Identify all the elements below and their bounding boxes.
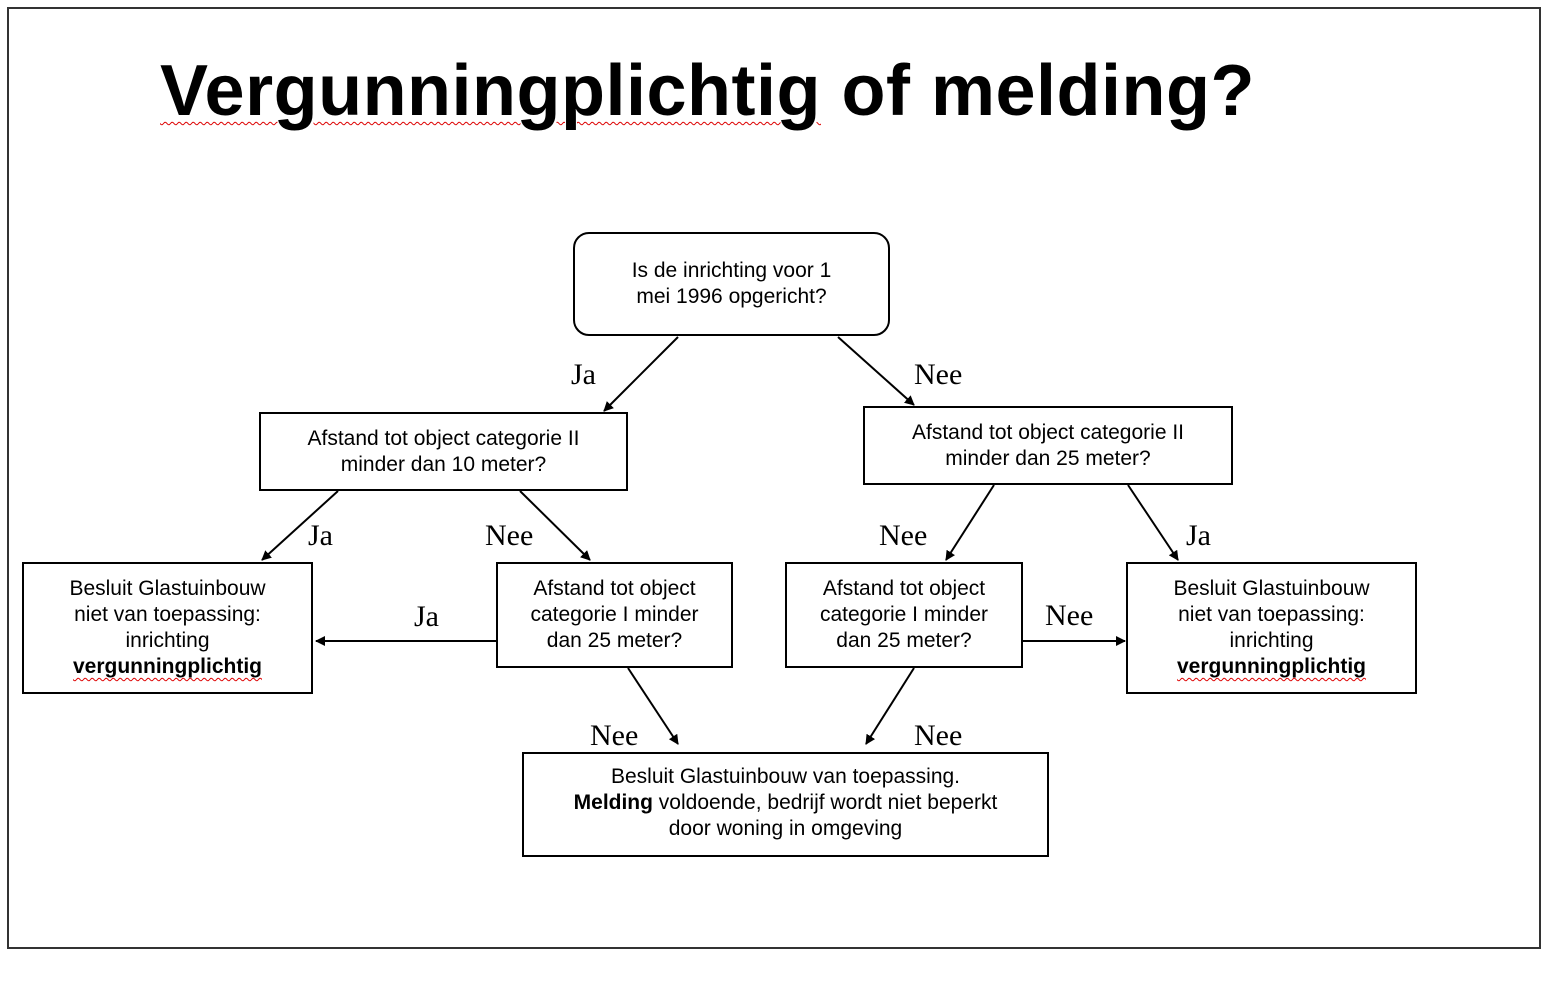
arrow-rq2-to-bottom (865, 667, 915, 745)
edge-label-rq2-nee-right: Nee (1045, 599, 1094, 632)
left-question-cat2-10m: Afstand tot object categorie II minder d… (259, 412, 628, 491)
edge-label-lq2-nee: Nee (590, 719, 639, 752)
arrow-start-to-left (603, 336, 679, 412)
arrow-start-to-right (837, 336, 915, 406)
right-question-cat1-25m: Afstand tot object categorie I minder da… (785, 562, 1023, 668)
slide-frame (7, 7, 1541, 949)
edge-label-rq2-nee-down: Nee (914, 719, 963, 752)
arrow-rq1-to-right-result (1127, 484, 1179, 561)
left-result-vergunningplichtig: Besluit Glastuinbouw niet van toepassing… (22, 562, 313, 694)
edge-label-lq1-ja: Ja (308, 519, 333, 552)
left-question-cat1-25m: Afstand tot object categorie I minder da… (496, 562, 733, 668)
bottom-result-melding: Besluit Glastuinbouw van toepassing. Mel… (522, 752, 1049, 857)
edge-label-lq2-ja: Ja (414, 600, 439, 633)
start-question: Is de inrichting voor 1 mei 1996 opgeric… (573, 232, 890, 336)
arrow-lq1-to-left-result (261, 490, 339, 561)
edge-label-lq1-nee: Nee (485, 519, 534, 552)
right-result-vergunningplichtig: Besluit Glastuinbouw niet van toepassing… (1126, 562, 1417, 694)
arrow-rq1-to-rq2 (945, 484, 995, 561)
edge-label-rq1-ja: Ja (1186, 519, 1211, 552)
page-title: Vergunningplichtig of melding? (160, 46, 1255, 136)
title-keyword: Vergunningplichtig (160, 51, 821, 131)
edge-label-start-nee: Nee (914, 358, 963, 391)
title-suffix: of melding? (820, 51, 1255, 131)
right-question-cat2-25m: Afstand tot object categorie II minder d… (863, 406, 1233, 485)
edge-label-rq1-nee: Nee (879, 519, 928, 552)
arrow-lq2-to-bottom (627, 667, 679, 745)
edge-label-start-ja: Ja (571, 358, 596, 391)
arrow-lq1-to-lq2 (519, 490, 591, 561)
